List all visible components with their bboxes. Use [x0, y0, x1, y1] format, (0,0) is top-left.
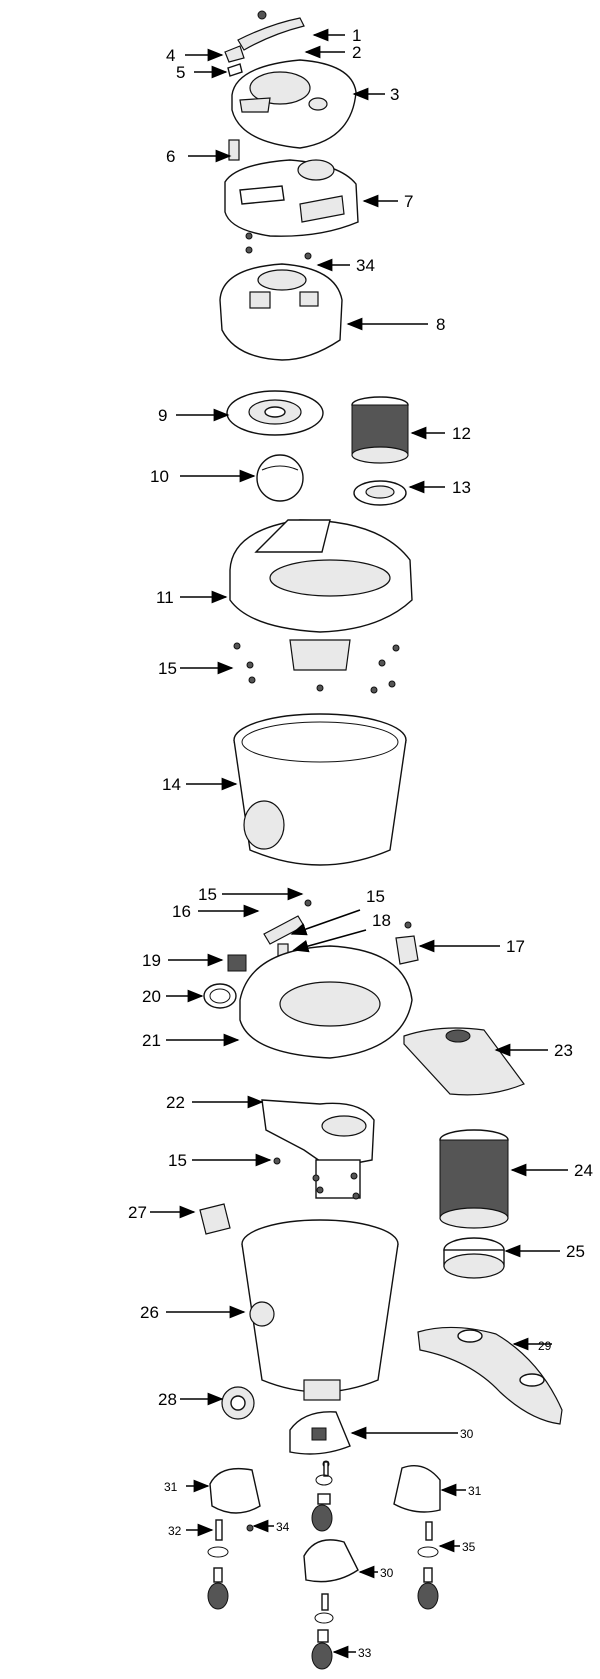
part-11-upper-housing — [229, 519, 413, 671]
callout-15-d: 15 — [168, 1151, 187, 1170]
callout-32: 32 — [168, 1524, 182, 1538]
callout-17: 17 — [506, 937, 525, 956]
part-27-drain-cap — [199, 1203, 231, 1235]
callout-13: 13 — [452, 478, 471, 497]
part-28-drain-knob — [221, 1386, 255, 1420]
callout-4: 4 — [166, 46, 175, 65]
part-31-caster-cover-right — [393, 1465, 441, 1513]
callout-21: 21 — [142, 1031, 161, 1050]
callout-6: 6 — [166, 147, 175, 166]
part-7-motor-cover — [224, 159, 359, 237]
callout-34: 34 — [356, 256, 375, 275]
arrow-18 — [292, 929, 367, 953]
part-16-handle-bracket — [263, 915, 305, 945]
callout-31-left: 31 — [164, 1480, 178, 1494]
part-26-collection-tank — [241, 1219, 399, 1401]
part-15-screws-upper — [233, 642, 400, 694]
callout-34-lower: 34 — [276, 1520, 290, 1534]
callout-24: 24 — [574, 1161, 593, 1180]
part-17-latch — [395, 935, 419, 965]
callout-20: 20 — [142, 987, 161, 1006]
part-25-filter-retainer — [443, 1237, 505, 1279]
part-15-screws-lower — [273, 1157, 360, 1200]
callout-22: 22 — [166, 1093, 185, 1112]
part-24-cartridge-filter — [439, 1129, 509, 1229]
part-33-caster-wheel-lower — [311, 1629, 333, 1670]
part-8-motor-assembly — [219, 263, 343, 361]
callout-27: 27 — [128, 1203, 147, 1222]
callout-5: 5 — [176, 63, 185, 82]
part-13-filter-ring — [353, 480, 407, 506]
callout-19: 19 — [142, 951, 161, 970]
part-33-caster-wheel-center — [311, 1493, 333, 1532]
part-20-seal-ring — [203, 983, 237, 1009]
callout-26: 26 — [140, 1303, 159, 1322]
callout-1: 1 — [352, 26, 361, 45]
callout-10: 10 — [150, 467, 169, 486]
callout-28: 28 — [158, 1390, 177, 1409]
callout-16: 16 — [172, 902, 191, 921]
callout-15-c: 15 — [366, 887, 385, 906]
callout-9: 9 — [158, 406, 167, 425]
callout-11: 11 — [156, 588, 174, 607]
callout-25: 25 — [566, 1242, 585, 1261]
part-3-top-cover — [231, 59, 357, 149]
part-4-latch — [224, 45, 245, 63]
callout-33: 33 — [358, 1646, 372, 1660]
part-6-switch — [228, 139, 240, 161]
part-30-caster-cover-lower — [303, 1539, 359, 1583]
part-5-clip — [227, 63, 243, 77]
callout-3: 3 — [390, 85, 399, 104]
part-29-caster-base — [417, 1326, 563, 1425]
part-9-baffle — [226, 390, 324, 436]
callout-18: 18 — [372, 911, 391, 930]
arrow-15-c — [290, 909, 361, 936]
callout-15-upper: 15 — [158, 659, 177, 678]
callouts-layer: 1 2 3 4 5 6 7 34 8 9 12 10 13 — [128, 26, 593, 1660]
part-19-grille — [227, 954, 247, 972]
part-14-drum-middle — [233, 713, 407, 866]
part-caster-wheel-left — [207, 1567, 229, 1610]
part-21-tank-lid — [239, 945, 413, 1059]
part-32-caster-stem — [215, 1519, 223, 1541]
callout-14: 14 — [162, 775, 181, 794]
part-1-screw — [257, 10, 267, 20]
callout-30-upper: 30 — [460, 1427, 474, 1441]
part-30-caster-cover-center — [289, 1411, 351, 1455]
callout-30-lower: 30 — [380, 1566, 394, 1580]
callout-12: 12 — [452, 424, 471, 443]
callout-7: 7 — [404, 192, 413, 211]
part-22-inlet-assembly — [261, 1099, 375, 1199]
callout-23: 23 — [554, 1041, 573, 1060]
part-23-filter-bag — [403, 1027, 525, 1096]
callout-29: 29 — [538, 1339, 552, 1353]
part-31-caster-cover-left — [209, 1467, 261, 1514]
callout-31-right: 31 — [468, 1484, 482, 1498]
part-2-handle — [237, 17, 305, 51]
callout-2: 2 — [352, 43, 361, 62]
callout-15-b: 15 — [198, 885, 217, 904]
part-12-cartridge-filter — [351, 396, 409, 464]
part-10-float-ball — [256, 454, 304, 502]
callout-35: 35 — [462, 1540, 476, 1554]
callout-8: 8 — [436, 315, 445, 334]
part-caster-wheel-right — [417, 1567, 439, 1610]
